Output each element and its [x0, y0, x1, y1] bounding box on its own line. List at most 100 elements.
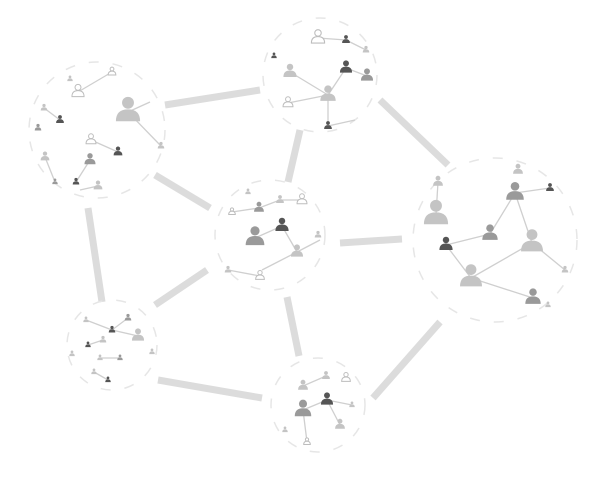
sphere-right: [412, 157, 578, 323]
person-icon: [245, 188, 251, 195]
connector-line: [339, 235, 403, 247]
connector-lines: [84, 86, 451, 402]
sphere-outline: [262, 17, 378, 133]
connector-line: [370, 319, 443, 401]
network-edge: [111, 329, 139, 337]
sphere-outline: [66, 299, 158, 391]
person-icon: [108, 325, 116, 333]
person-icon: [71, 83, 85, 98]
person-icon: [339, 60, 353, 73]
network-edge: [287, 94, 329, 104]
person-icon: [482, 224, 498, 240]
connector-line: [153, 267, 209, 308]
connector-line: [284, 129, 304, 183]
network-edge: [44, 156, 56, 183]
network-edge: [489, 192, 516, 235]
person-icon: [113, 146, 123, 156]
person-icon: [545, 301, 551, 308]
network-edge: [327, 119, 356, 127]
person-icon: [255, 269, 265, 280]
sphere-outline: [270, 357, 366, 453]
sphere-outline: [412, 157, 578, 323]
network-edge: [85, 319, 113, 331]
network-edge: [470, 277, 534, 299]
person-icon: [506, 181, 524, 200]
person-icon: [56, 115, 64, 123]
person-icon: [271, 52, 277, 59]
person-icon: [105, 376, 111, 383]
person-icon: [69, 350, 75, 357]
person-icon: [84, 153, 96, 165]
person-icon: [131, 328, 145, 341]
person-icon: [423, 199, 449, 225]
person-icon: [40, 151, 50, 161]
person-icon: [254, 201, 264, 212]
person-icon: [320, 392, 334, 405]
person-icon: [303, 437, 311, 446]
network-edge: [445, 233, 491, 246]
person-icon: [40, 103, 48, 111]
person-icon: [310, 29, 326, 44]
person-icon: [107, 66, 117, 76]
person-icon: [67, 75, 73, 82]
sphere-bottom: [270, 357, 366, 453]
person-icon: [275, 217, 289, 232]
person-icon: [282, 426, 288, 433]
person-icon: [97, 354, 103, 361]
person-icon: [513, 163, 523, 174]
person-icon: [157, 141, 165, 149]
person-icon: [433, 175, 443, 186]
sphere-outline: [214, 179, 326, 291]
person-icon: [521, 229, 543, 252]
connector-line: [84, 207, 106, 303]
network-edge: [302, 375, 327, 387]
person-icon: [298, 379, 308, 390]
person-icon: [322, 371, 330, 379]
person-icon: [290, 244, 304, 257]
person-icon: [149, 348, 155, 355]
person-icon: [362, 45, 370, 53]
person-icon: [85, 133, 97, 145]
connector-line: [283, 296, 303, 357]
connector-line: [377, 97, 451, 168]
person-icon: [320, 85, 336, 101]
person-icon: [335, 418, 345, 429]
connector-line: [153, 171, 212, 212]
connector-line: [164, 86, 261, 109]
person-icon: [360, 68, 374, 81]
person-icon: [124, 313, 132, 321]
person-icon: [314, 230, 322, 238]
person-icon: [342, 35, 350, 43]
person-icon: [282, 96, 294, 108]
person-icon: [72, 177, 80, 185]
person-icon: [296, 193, 308, 205]
person-icon: [460, 264, 482, 287]
person-icon: [99, 335, 107, 343]
person-icon: [324, 121, 332, 129]
person-icon: [245, 226, 265, 246]
person-icon: [85, 341, 91, 348]
network-edge: [77, 71, 113, 93]
person-icon: [83, 316, 89, 323]
connector-line: [157, 376, 263, 402]
sphere-top: [262, 17, 378, 133]
person-icon: [283, 63, 297, 78]
person-icon: [34, 123, 42, 131]
network-edge: [231, 207, 260, 213]
person-icon: [525, 288, 541, 304]
person-icon: [228, 207, 236, 216]
sphere-bottom-left: [66, 299, 158, 391]
sphere-top-left: [28, 61, 166, 199]
person-icon: [341, 371, 351, 382]
person-icon: [91, 368, 97, 375]
person-icon: [546, 183, 554, 191]
person-icon: [93, 180, 103, 190]
person-icon: [349, 401, 355, 408]
sphere-center: [214, 179, 326, 291]
person-icon: [52, 178, 58, 185]
person-icon: [439, 236, 453, 251]
people-spheres: [28, 17, 578, 453]
person-icon: [276, 195, 284, 203]
